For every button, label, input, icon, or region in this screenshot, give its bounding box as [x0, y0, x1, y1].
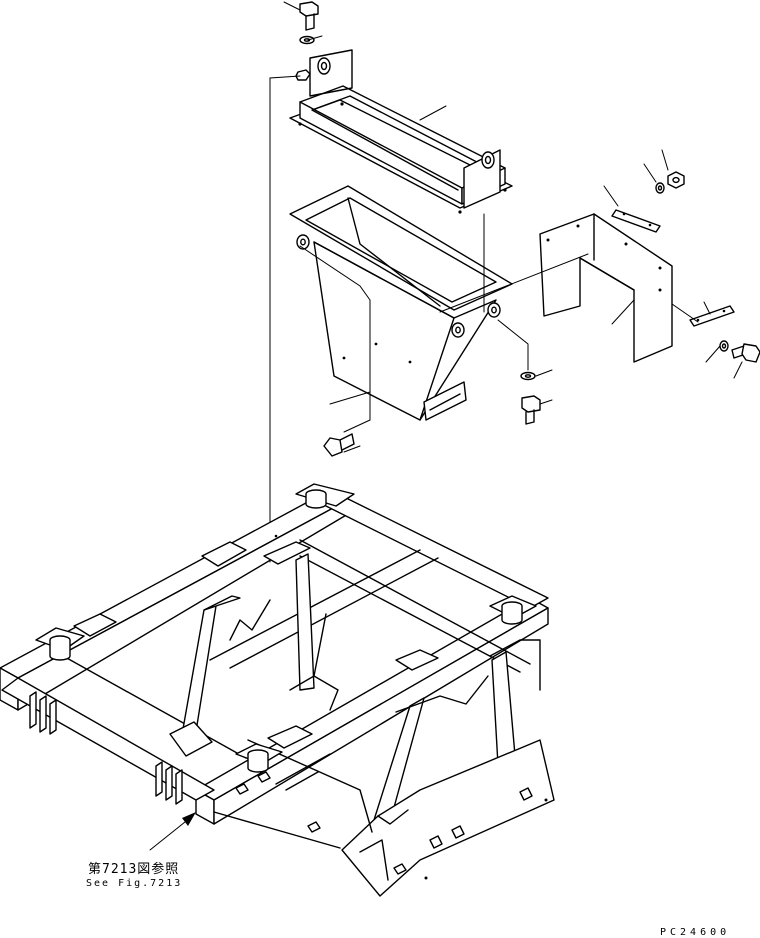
leader-line: [611, 299, 635, 325]
side-washer: [520, 371, 536, 381]
side-bolt: [521, 395, 541, 425]
top-washer: [299, 35, 315, 45]
cover-nut: [667, 171, 685, 189]
cover-washer-bottom: [719, 340, 729, 352]
lower-bolt: [323, 433, 355, 457]
assembly-guide-lines: [269, 75, 699, 563]
leader-line: [283, 1, 323, 41]
figure-reference-english: See Fig.7213: [86, 878, 183, 889]
leader-line: [329, 391, 371, 405]
clamp-strip-lower: [689, 305, 735, 327]
cover-bolt: [731, 343, 760, 363]
drawing-number: PC24600: [660, 927, 731, 938]
figure-reference-japanese: 第7213図参照: [88, 862, 180, 877]
clamp-strip-upper: [611, 209, 661, 233]
leader-line: [419, 105, 447, 121]
cover-washer-top: [655, 182, 665, 194]
leader-line: [535, 369, 553, 405]
cover-plate: [539, 213, 673, 363]
leader-line: [603, 185, 711, 315]
leader-line: [343, 445, 361, 453]
hopper-duct: [289, 185, 513, 421]
base-frame: [0, 483, 555, 897]
leader-line: [643, 149, 743, 379]
top-bolt: [299, 1, 319, 31]
reference-arrow: [149, 812, 196, 851]
upper-tray: [289, 49, 513, 214]
